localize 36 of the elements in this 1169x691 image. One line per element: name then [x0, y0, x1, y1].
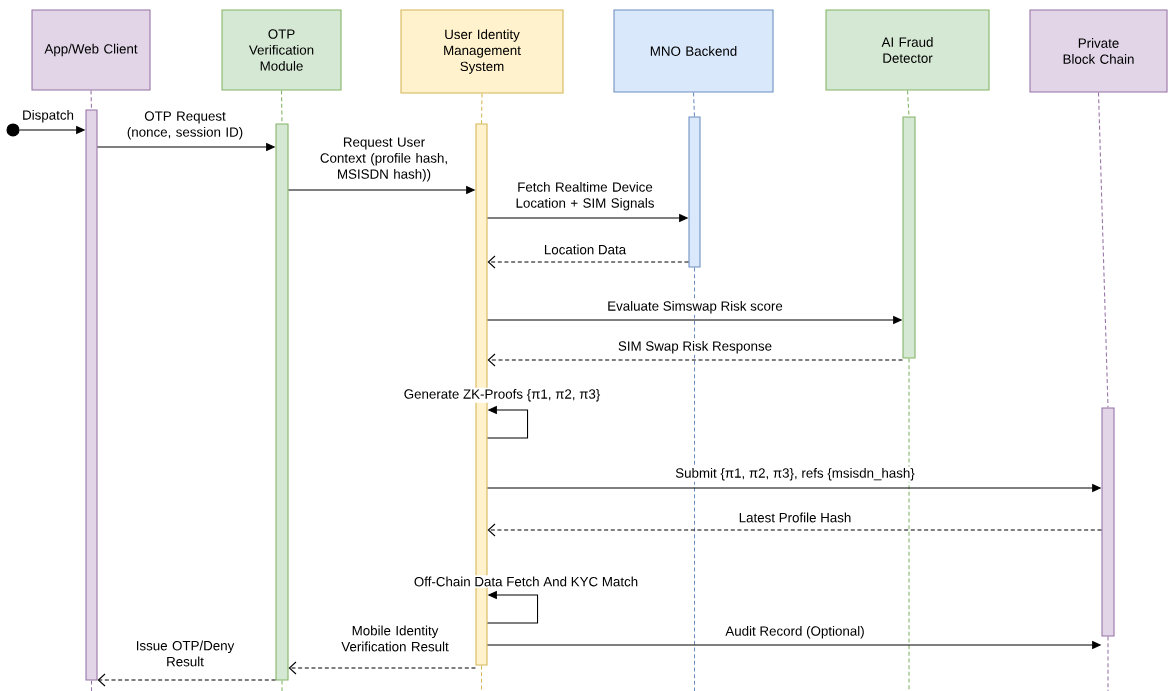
activation-bar [85, 109, 98, 681]
participant-box: AI Fraud Detector [825, 9, 990, 91]
message-label: Issue OTP/Deny Result [133, 639, 237, 668]
message-label: Audit Record (Optional) [724, 624, 866, 640]
participant-box: App/Web Client [31, 9, 151, 91]
message-label: Location Data [542, 243, 628, 256]
lifeline [1097, 92, 1109, 408]
participant-box: Private Block Chain [1029, 9, 1168, 93]
message-arrow [288, 661, 476, 675]
message-label: Latest Profile Hash [737, 511, 853, 524]
activation-bar [275, 123, 289, 681]
message-label: Evaluate Simswap Risk score [605, 299, 785, 315]
activation-bar [1101, 407, 1115, 637]
participant-box: MNO Backend [613, 9, 774, 93]
message-label: Fetch Realtime Device Location + SIM Signals [513, 180, 657, 212]
lifeline [90, 90, 93, 110]
lifeline [692, 92, 696, 117]
lifeline [480, 93, 483, 124]
participant-box: OTP Verification Module [221, 9, 342, 91]
message-label: Request User Context (profile hash, MSISDN hash)) [316, 136, 452, 183]
message-label: Mobile Identity Verification Result [333, 624, 457, 653]
participant-box: User Identity Management System [400, 9, 564, 94]
message-arrow [487, 255, 689, 269]
message-arrow [487, 353, 903, 367]
lifeline [280, 90, 283, 124]
message-label: Off-Chain Data Fetch And KYC Match [412, 575, 640, 588]
message-label: OTP Request (nonce, session ID) [123, 110, 247, 141]
activation-bar [902, 116, 916, 359]
message-label: Dispatch [20, 108, 76, 124]
message-label: Submit {π1, π2, π3}, refs {msisdn_hash} [673, 466, 917, 482]
message-arrow [487, 523, 1102, 537]
lifeline [906, 90, 910, 117]
message-arrow [97, 673, 276, 687]
message-label: SIM Swap Risk Response [616, 339, 774, 355]
activation-bar [688, 116, 701, 268]
message-label: Generate ZK-Proofs {π1, π2, π3} [402, 387, 602, 403]
